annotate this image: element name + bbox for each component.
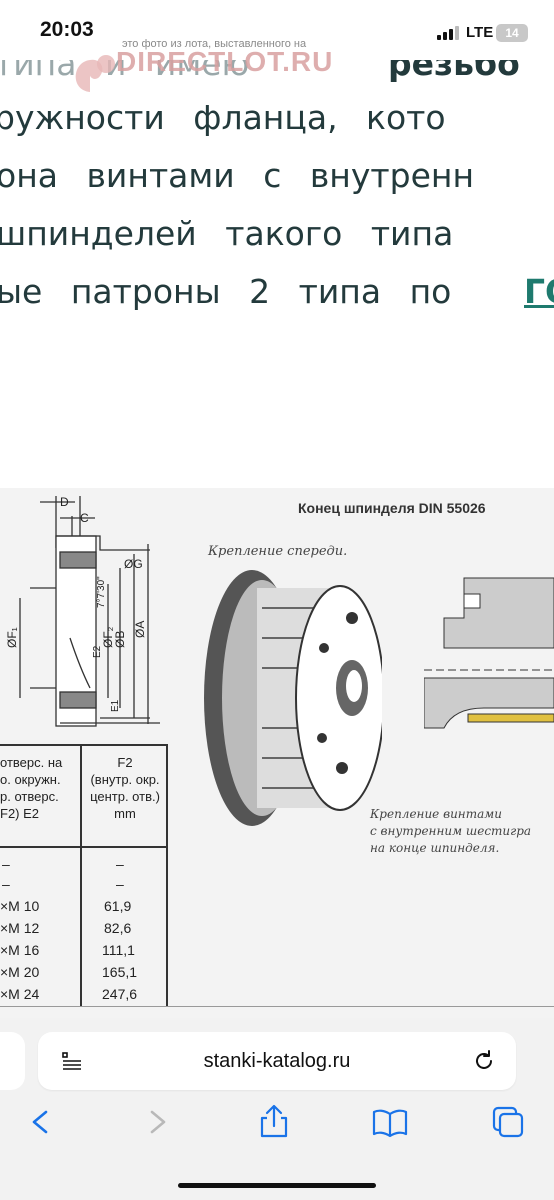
dim-label-b: ØB xyxy=(113,631,127,648)
table-header-col1: отверс. на о. окружн. р. отверс. F2) E2 xyxy=(0,754,62,822)
browser-toolbar: stanki-katalog.ru xyxy=(0,1018,554,1200)
address-bar[interactable]: stanki-katalog.ru xyxy=(38,1032,516,1090)
reload-icon[interactable] xyxy=(472,1049,496,1073)
url-text[interactable]: stanki-katalog.ru xyxy=(203,1050,351,1072)
status-time: 20:03 xyxy=(40,18,94,41)
article-text: типа и имею резьбо ружности фланца, кото… xyxy=(0,40,554,320)
forward-icon[interactable] xyxy=(138,1104,178,1140)
article-line-5: ые патроны 2 типа по xyxy=(0,272,452,311)
status-bar: 20:03 это фото из лота, выставленного на… xyxy=(0,0,554,60)
col2-header-line: mm xyxy=(114,806,136,821)
table-cell: ×M 24 xyxy=(0,986,40,1002)
figure-title: Конец шпинделя DIN 55026 xyxy=(298,500,486,516)
dim-label-e1: E1 xyxy=(110,699,121,712)
table-cell: 82,6 xyxy=(104,920,132,936)
dim-label-f2: ØF₂ xyxy=(101,626,115,648)
table-cell: ×M 16 xyxy=(0,942,40,958)
col1-header-line: отверс. на xyxy=(0,755,63,770)
table-cell: – xyxy=(116,876,124,892)
col1-header-line: о. окружн. xyxy=(0,772,61,787)
table-cell: – xyxy=(2,876,10,892)
share-icon[interactable] xyxy=(254,1104,294,1140)
back-icon[interactable] xyxy=(20,1104,60,1140)
reader-icon[interactable] xyxy=(62,1052,82,1070)
dim-label-d: D xyxy=(60,495,69,509)
spindle-dimension-drawing: D C ØG ØF₁ ØF₂ ØB ØA 7°7'30" E2 E1 xyxy=(5,495,160,727)
table-cell: ×M 12 xyxy=(0,920,40,936)
figure-note-front: Крепление спереди. xyxy=(208,544,348,559)
table-cell: 111,1 xyxy=(102,942,135,958)
dim-label-g: ØG xyxy=(124,557,143,571)
col2-header-line: центр. отв.) xyxy=(90,789,160,804)
dim-label-angle: 7°7'30" xyxy=(96,576,107,608)
col2-header-line: (внутр. окр. xyxy=(90,772,160,787)
table-cell: ×M 10 xyxy=(0,898,40,914)
article-line-3: она винтами с внутренн xyxy=(0,156,475,195)
battery-level: 14 xyxy=(505,26,519,40)
note-screws-line-0: Крепление винтами xyxy=(370,807,502,821)
article-link[interactable]: ГО xyxy=(524,272,554,311)
battery-icon: 14 xyxy=(496,24,528,42)
table-cell: 165,1 xyxy=(102,964,138,980)
bookmarks-icon[interactable] xyxy=(370,1104,410,1140)
network-type: LTE xyxy=(466,24,494,41)
spindle-figure-image: D C ØG ØF₁ ØF₂ ØB ØA 7°7'30" E2 E1 Конец… xyxy=(0,488,554,1018)
dim-label-a: ØA xyxy=(133,621,147,638)
dim-label-c: C xyxy=(80,511,89,525)
chuck-illustration xyxy=(204,570,382,826)
table-cell: – xyxy=(2,856,10,872)
dim-label-e2: E2 xyxy=(92,645,103,658)
table-cell: 247,6 xyxy=(102,986,138,1002)
col1-header-line: F2) E2 xyxy=(0,806,40,821)
home-indicator xyxy=(178,1183,376,1188)
article-line-4: шпинделей такого типа xyxy=(0,214,454,253)
table-cell: ×M 20 xyxy=(0,964,40,980)
watermark-caption: это фото из лота, выставленного на xyxy=(122,38,307,50)
table-cell: – xyxy=(116,856,124,872)
article-line-2: ружности фланца, кото xyxy=(0,98,446,137)
cellular-signal-icon xyxy=(437,26,459,40)
table-header-col2: F2 (внутр. окр. центр. отв.) mm xyxy=(86,754,164,822)
figure-note-screws: Крепление винтами с внутренним шестигра … xyxy=(370,806,531,857)
table-cell: 61,9 xyxy=(104,898,132,914)
dim-label-f1: ØF₁ xyxy=(5,627,19,648)
col1-header-line: р. отверс. xyxy=(0,789,59,804)
tabs-icon[interactable] xyxy=(488,1104,528,1140)
previous-tab-peek[interactable] xyxy=(0,1032,25,1090)
col2-header-line: F2 xyxy=(117,755,133,770)
note-screws-line-2: на конце шпинделя. xyxy=(370,841,500,855)
note-screws-line-1: с внутренним шестигра xyxy=(370,824,532,838)
spindle-section-drawing xyxy=(424,577,554,729)
